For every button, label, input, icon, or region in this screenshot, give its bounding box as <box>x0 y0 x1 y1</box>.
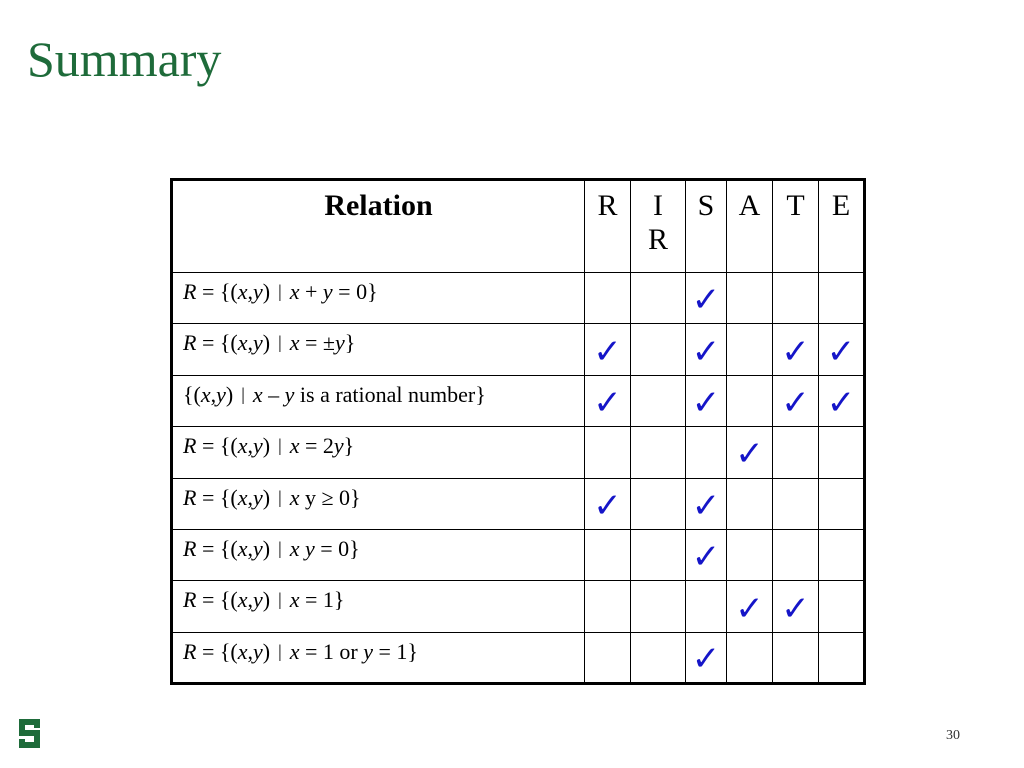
cell-antisymmetric: ✓ <box>726 580 773 633</box>
cell-reflexive <box>584 528 631 582</box>
header-symmetric: S <box>685 179 727 273</box>
cell-equivalence: ✓ <box>818 374 865 428</box>
table-row: R = {(x,y)|x = 2y} ✓ <box>171 426 865 479</box>
cell-equivalence <box>818 426 865 479</box>
checkmark-icon: ✓ <box>826 382 856 423</box>
relation-expression: R = {(x,y)|x + y = 0} <box>171 271 585 325</box>
checkmark-icon: ✓ <box>781 382 810 423</box>
checkmark-icon: ✓ <box>691 280 721 321</box>
cell-equivalence <box>818 271 865 325</box>
checkmark-icon: ✓ <box>593 485 622 526</box>
cell-symmetric: ✓ <box>685 323 727 376</box>
table-row: {(x,y)|x – y is a rational number}✓✓✓✓ <box>171 374 865 428</box>
cell-reflexive: ✓ <box>584 374 631 428</box>
cell-antisymmetric <box>726 374 773 428</box>
cell-transitive: ✓ <box>772 580 819 633</box>
relation-expression: R = {(x,y)|x = ±y} <box>171 323 585 376</box>
cell-symmetric: ✓ <box>685 271 727 325</box>
checkmark-icon: ✓ <box>691 485 721 526</box>
table-row: R = {(x,y)|x + y = 0} ✓ <box>171 271 865 325</box>
cell-antisymmetric: ✓ <box>726 426 773 479</box>
header-irreflexive-line: I <box>653 189 663 222</box>
cell-antisymmetric <box>726 323 773 376</box>
checkmark-icon: ✓ <box>691 382 721 423</box>
cell-equivalence <box>818 580 865 633</box>
cell-transitive <box>772 426 819 479</box>
checkmark-icon: ✓ <box>781 331 810 372</box>
cell-reflexive <box>584 426 631 479</box>
checkmark-icon: ✓ <box>781 588 810 629</box>
relation-expression: R = {(x,y)|x = 1 or y = 1} <box>171 631 585 685</box>
cell-symmetric: ✓ <box>685 528 727 582</box>
cell-antisymmetric <box>726 271 773 325</box>
header-transitive: T <box>772 179 819 273</box>
cell-reflexive <box>584 631 631 685</box>
cell-reflexive <box>584 580 631 633</box>
checkmark-icon: ✓ <box>691 639 721 680</box>
table-row: R = {(x,y)|x = 1 or y = 1} ✓ <box>171 631 865 685</box>
cell-equivalence: ✓ <box>818 323 865 376</box>
msu-s-logo-icon <box>19 719 40 748</box>
checkmark-icon: ✓ <box>593 331 622 372</box>
cell-transitive <box>772 528 819 582</box>
cell-reflexive: ✓ <box>584 323 631 376</box>
table-row: R = {(x,y)|x = 1} ✓ ✓ <box>171 580 865 633</box>
header-antisymmetric: A <box>726 179 773 273</box>
cell-irreflexive <box>630 528 686 582</box>
table-row: R = {(x,y)|x y = 0} ✓ <box>171 528 865 582</box>
cell-transitive: ✓ <box>772 323 819 376</box>
relation-expression: R = {(x,y)|x y ≥ 0} <box>171 477 585 530</box>
cell-irreflexive <box>630 323 686 376</box>
cell-transitive: ✓ <box>772 374 819 428</box>
checkmark-icon: ✓ <box>691 537 721 578</box>
cell-irreflexive <box>630 271 686 325</box>
cell-symmetric <box>685 580 727 633</box>
cell-irreflexive <box>630 426 686 479</box>
relation-expression: R = {(x,y)|x = 2y} <box>171 426 585 479</box>
slide-title: Summary <box>27 31 222 87</box>
cell-equivalence <box>818 477 865 530</box>
table-row: R = {(x,y)|x = ±y}✓✓✓✓ <box>171 323 865 376</box>
cell-irreflexive <box>630 631 686 685</box>
header-reflexive: R <box>584 179 631 273</box>
table-body: R = {(x,y)|x + y = 0}✓R = {(x,y)|x = ±y}… <box>171 271 865 685</box>
checkmark-icon: ✓ <box>735 588 764 629</box>
cell-irreflexive <box>630 374 686 428</box>
header-relation: Relation <box>171 179 585 273</box>
cell-irreflexive <box>630 580 686 633</box>
cell-symmetric <box>685 426 727 479</box>
cell-transitive <box>772 271 819 325</box>
relation-expression: R = {(x,y)|x y = 0} <box>171 528 585 582</box>
cell-symmetric: ✓ <box>685 374 727 428</box>
cell-antisymmetric <box>726 528 773 582</box>
cell-equivalence <box>818 631 865 685</box>
cell-antisymmetric <box>726 477 773 530</box>
page-number: 30 <box>946 728 960 743</box>
checkmark-icon: ✓ <box>826 331 856 372</box>
relation-expression: R = {(x,y)|x = 1} <box>171 580 585 633</box>
header-equivalence: E <box>818 179 865 273</box>
relation-expression: {(x,y)|x – y is a rational number} <box>171 374 585 428</box>
cell-transitive <box>772 631 819 685</box>
checkmark-icon: ✓ <box>691 331 721 372</box>
cell-reflexive: ✓ <box>584 477 631 530</box>
cell-transitive <box>772 477 819 530</box>
checkmark-icon: ✓ <box>735 434 764 475</box>
cell-antisymmetric <box>726 631 773 685</box>
checkmark-icon: ✓ <box>593 382 622 423</box>
cell-irreflexive <box>630 477 686 530</box>
header-irreflexive-line: R <box>647 223 668 256</box>
cell-equivalence <box>818 528 865 582</box>
cell-symmetric: ✓ <box>685 477 727 530</box>
cell-symmetric: ✓ <box>685 631 727 685</box>
table-row: R = {(x,y)|x y ≥ 0}✓✓ <box>171 477 865 530</box>
cell-reflexive <box>584 271 631 325</box>
